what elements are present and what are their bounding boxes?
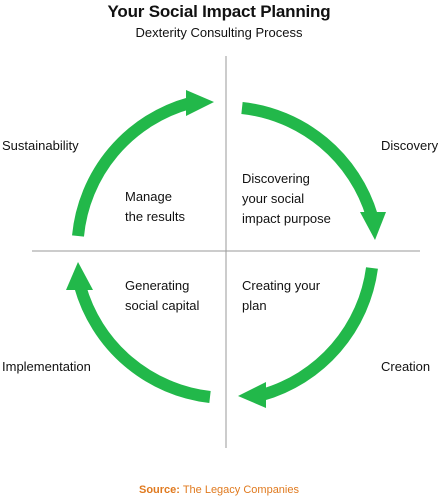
source-label: Source: bbox=[138, 484, 180, 496]
quadrant-line: Generating bbox=[125, 278, 190, 293]
stage-label-discovery: Discovery bbox=[381, 138, 438, 153]
source-value: The Legacy Companies bbox=[182, 484, 299, 496]
page-subtitle: Dexterity Consulting Process bbox=[135, 25, 303, 40]
quadrant-line: impact purpose bbox=[242, 211, 331, 226]
quadrant-text-discovering: Discovering your social impact purpose bbox=[242, 169, 331, 229]
arrowhead-creation bbox=[238, 382, 266, 408]
arrow-implementation bbox=[74, 284, 211, 403]
arrow-creation bbox=[260, 267, 378, 401]
quadrant-line: the results bbox=[125, 209, 185, 224]
quadrant-line: Creating your bbox=[242, 278, 321, 293]
source-note: Source: The Legacy Companies bbox=[0, 484, 438, 496]
arrowhead-sustainability bbox=[186, 90, 214, 116]
stage-label-implementation: Implementation bbox=[2, 359, 91, 374]
page-title: Your Social Impact Planning bbox=[107, 2, 331, 21]
quadrant-text-creating: Creating your plan bbox=[242, 276, 320, 316]
quadrant-text-generating: Generating social capital bbox=[125, 276, 199, 316]
quadrant-line: Discovering bbox=[242, 171, 310, 186]
quadrant-line: social capital bbox=[125, 298, 200, 313]
arrow-sustainability bbox=[72, 97, 192, 237]
quadrant-line: your social bbox=[242, 191, 305, 206]
arrow-discovery bbox=[241, 102, 378, 218]
arrowhead-implementation bbox=[66, 262, 93, 290]
arrowhead-discovery bbox=[360, 212, 386, 240]
quadrant-line: Manage bbox=[125, 189, 172, 204]
quadrant-line: plan bbox=[242, 298, 267, 313]
stage-label-creation: Creation bbox=[381, 359, 431, 374]
stage-label-sustainability: Sustainability bbox=[2, 138, 79, 153]
quadrant-text-manage: Manage the results bbox=[125, 187, 185, 227]
